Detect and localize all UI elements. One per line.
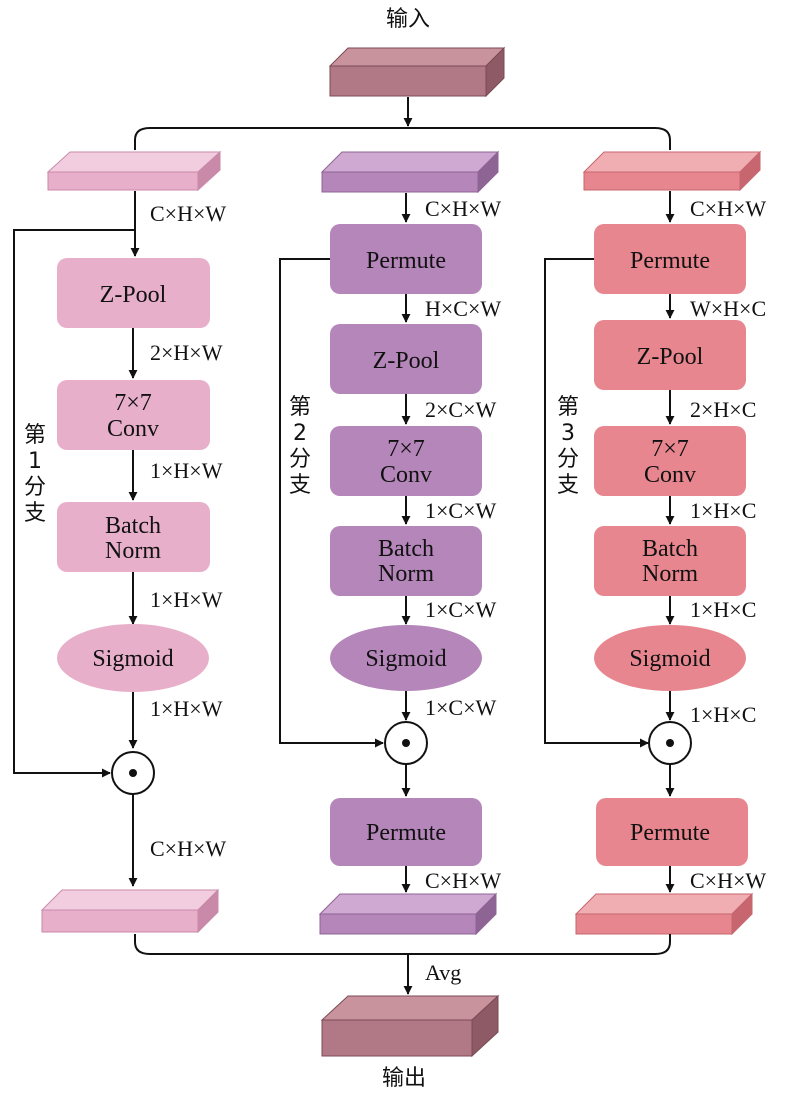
branch-1-multiply-dot bbox=[129, 769, 137, 777]
branch-2-name-char-3: 分 bbox=[289, 447, 311, 472]
branch-1-bn-label-1: Batch bbox=[105, 513, 161, 539]
branch-1-conv-dim: 1×H×W bbox=[150, 458, 223, 483]
branch-3-input-slab bbox=[582, 150, 762, 192]
branch-2-bn-label-2: Norm bbox=[378, 561, 434, 587]
branch-2-conv-box bbox=[330, 426, 482, 496]
branch-2: C×H×W Permute H×C×W Z-Pool 2×C×W 7×7 Con… bbox=[279, 150, 501, 936]
branch-2-bn-label-1: Batch bbox=[378, 536, 434, 562]
branch-3-permute-dim: W×H×C bbox=[690, 296, 766, 321]
merge-bracket bbox=[134, 934, 671, 955]
branch-3-out-dim: C×H×W bbox=[690, 868, 766, 893]
branch-2-permute-dim: H×C×W bbox=[425, 296, 501, 321]
branch-3-permute-back-box bbox=[596, 798, 748, 866]
branch-1-bn-dim: 1×H×W bbox=[150, 587, 223, 612]
branch-3-permute-back-label: Permute bbox=[630, 820, 710, 846]
input-tensor-block bbox=[328, 46, 506, 98]
branch-3-output-slab bbox=[574, 892, 754, 936]
branch-1-name-char-4: 支 bbox=[24, 501, 46, 526]
branch-2-zpool-label: Z-Pool bbox=[373, 348, 440, 374]
branch-1-bn-label-2: Norm bbox=[105, 538, 161, 564]
branch-2-permute-back-label: Permute bbox=[366, 820, 446, 846]
branch-2-bn-box bbox=[330, 526, 482, 596]
split-bracket bbox=[134, 127, 671, 150]
branch-3-zpool-label: Z-Pool bbox=[637, 344, 704, 370]
branch-2-sigmoid-label: Sigmoid bbox=[365, 646, 446, 672]
branch-3-name-char-4: 支 bbox=[557, 473, 579, 498]
branch-2-zpool-box bbox=[330, 324, 482, 394]
branch-1-conv-label-1: 7×7 bbox=[114, 390, 152, 416]
branch-3-name-char-2: 3 bbox=[561, 421, 575, 446]
branch-2-input-dim: C×H×W bbox=[425, 196, 501, 221]
branch-2-name-char-2: 2 bbox=[293, 421, 307, 446]
branch-1-sigmoid-dim: 1×H×W bbox=[150, 696, 223, 721]
branch-3-bn-box bbox=[594, 526, 746, 596]
branch-2-zpool-dim: 2×C×W bbox=[425, 397, 496, 422]
branch-3-bn-label-1: Batch bbox=[642, 536, 698, 562]
branch-1: C×H×W Z-Pool 2×H×W 7×7 Conv 1×H×W Batch … bbox=[13, 150, 226, 934]
branch-3-sigmoid-ellipse bbox=[594, 625, 746, 691]
branch-3-conv-box bbox=[594, 426, 746, 496]
branch-1-input-dim: C×H×W bbox=[150, 201, 226, 226]
branch-2-permute-box bbox=[330, 224, 482, 294]
branch-2-input-slab bbox=[320, 150, 500, 194]
branch-3-multiply-dot bbox=[666, 739, 674, 747]
avg-label: Avg bbox=[425, 960, 461, 985]
output-label: 输出 bbox=[382, 1066, 426, 1091]
branch-1-sigmoid-label: Sigmoid bbox=[92, 646, 173, 672]
branch-3-sigmoid-dim: 1×H×C bbox=[690, 702, 756, 727]
branch-3-conv-dim: 1×H×C bbox=[690, 498, 756, 523]
branch-2-conv-label-1: 7×7 bbox=[387, 436, 425, 462]
branch-1-output-slab bbox=[40, 888, 220, 934]
branch-1-conv-label-2: Conv bbox=[107, 416, 159, 442]
branch-2-conv-label-2: Conv bbox=[380, 462, 432, 488]
branch-3: C×H×W Permute W×H×C Z-Pool 2×H×C 7×7 Con… bbox=[544, 150, 766, 936]
branch-2-sigmoid-ellipse bbox=[330, 625, 482, 691]
branch-1-zpool-dim: 2×H×W bbox=[150, 340, 223, 365]
branch-2-name-char-1: 第 bbox=[289, 395, 311, 420]
branch-2-sigmoid-dim: 1×C×W bbox=[425, 695, 496, 720]
branch-3-permute-label: Permute bbox=[630, 248, 710, 274]
branch-1-name-char-1: 第 bbox=[24, 423, 46, 448]
branch-3-permute-box bbox=[594, 224, 746, 294]
branch-3-zpool-box bbox=[594, 320, 746, 390]
input-label: 输入 bbox=[386, 7, 430, 32]
branch-3-bypass bbox=[544, 258, 649, 748]
branch-1-name-char-2: 1 bbox=[28, 449, 42, 474]
branch-3-conv-label-2: Conv bbox=[644, 462, 696, 488]
branch-1-bypass bbox=[13, 229, 135, 778]
branch-3-zpool-dim: 2×H×C bbox=[690, 397, 756, 422]
branch-3-conv-label-1: 7×7 bbox=[651, 436, 689, 462]
branch-2-bn-dim: 1×C×W bbox=[425, 597, 496, 622]
branch-1-zpool-label: Z-Pool bbox=[100, 282, 167, 308]
branch-1-conv-box bbox=[57, 380, 210, 450]
branch-2-permute-back-box bbox=[330, 798, 482, 866]
branch-3-sigmoid-label: Sigmoid bbox=[629, 646, 710, 672]
branch-3-input-dim: C×H×W bbox=[690, 196, 766, 221]
branch-3-name-char-3: 分 bbox=[557, 447, 579, 472]
branch-2-name-char-4: 支 bbox=[289, 473, 311, 498]
branch-1-out-dim: C×H×W bbox=[150, 836, 226, 861]
branch-1-sigmoid-ellipse bbox=[57, 624, 209, 692]
branch-3-name-char-1: 第 bbox=[557, 395, 579, 420]
branch-1-bn-box bbox=[57, 502, 210, 572]
branch-1-input-slab bbox=[46, 150, 222, 192]
branch-2-output-slab bbox=[318, 892, 498, 936]
branch-1-zpool-box bbox=[57, 258, 210, 328]
branch-2-conv-dim: 1×C×W bbox=[425, 498, 496, 523]
output-tensor-block bbox=[320, 994, 500, 1058]
branch-3-bn-dim: 1×H×C bbox=[690, 597, 756, 622]
branch-3-bn-label-2: Norm bbox=[642, 561, 698, 587]
branch-1-name-char-3: 分 bbox=[24, 475, 46, 500]
branch-2-permute-label: Permute bbox=[366, 248, 446, 274]
branch-2-bypass bbox=[279, 258, 384, 748]
branch-2-out-dim: C×H×W bbox=[425, 868, 501, 893]
branch-2-multiply-dot bbox=[402, 739, 410, 747]
